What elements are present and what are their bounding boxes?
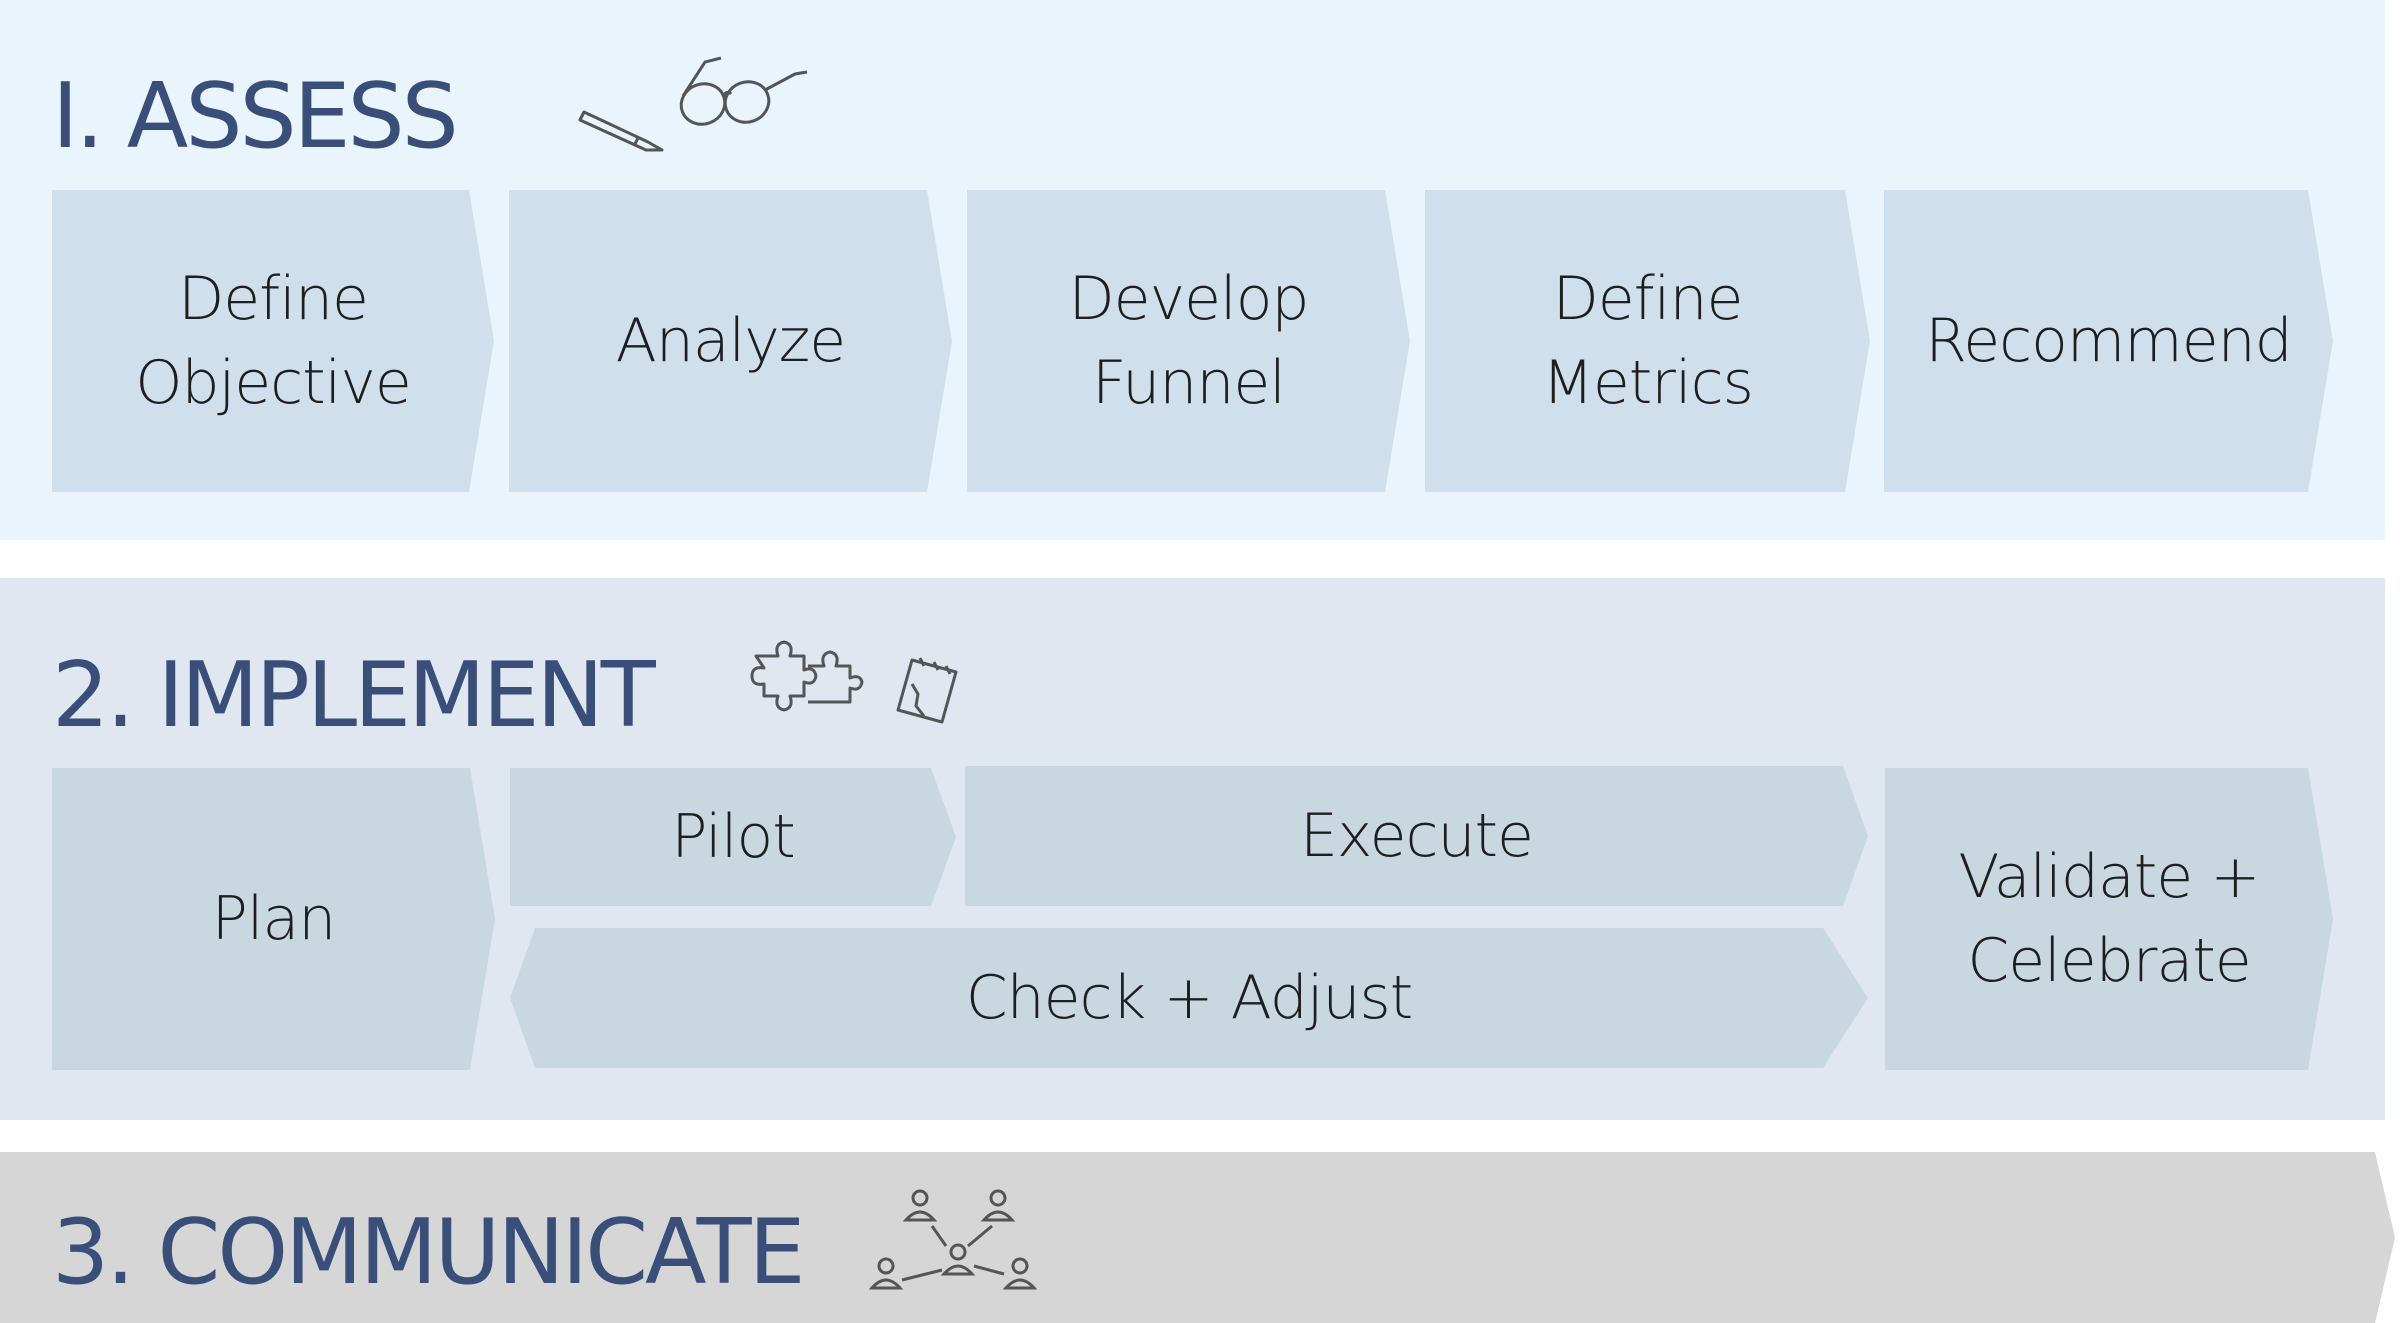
step-label: Execute bbox=[1300, 801, 1533, 871]
assess-section: I. ASSESS Define Objective Analyze Devel… bbox=[0, 0, 2385, 540]
step-recommend: Recommend bbox=[1884, 190, 2333, 492]
step-label: Recommend bbox=[1925, 306, 2292, 376]
glasses-icon bbox=[679, 56, 808, 126]
communicate-section: 3. COMMUNICATE bbox=[0, 1152, 2395, 1323]
step-label: Plan bbox=[211, 884, 336, 954]
pencil-icon bbox=[578, 110, 664, 152]
step-label: Define Objective bbox=[135, 264, 411, 418]
step-execute: Execute bbox=[965, 766, 1868, 906]
step-define-objective: Define Objective bbox=[52, 190, 494, 492]
step-label: Define Metrics bbox=[1542, 264, 1753, 418]
step-pilot: Pilot bbox=[510, 768, 956, 906]
step-label: Check + Adjust bbox=[965, 963, 1413, 1033]
step-analyze: Analyze bbox=[509, 190, 952, 492]
step-label: Validate + Celebrate bbox=[1958, 842, 2260, 996]
step-plan: Plan bbox=[52, 768, 495, 1070]
step-check-adjust: Check + Adjust bbox=[510, 928, 1868, 1068]
notepad-icon bbox=[896, 657, 958, 724]
implement-section: 2. IMPLEMENT Plan Pilot Execute Check + … bbox=[0, 578, 2385, 1120]
step-label: Develop Funnel bbox=[1068, 264, 1309, 418]
puzzle-icon bbox=[750, 640, 864, 712]
implement-title: 2. IMPLEMENT bbox=[52, 643, 656, 748]
step-label: Pilot bbox=[671, 802, 795, 872]
step-label: Analyze bbox=[615, 306, 846, 376]
communicate-title: 3. COMMUNICATE bbox=[52, 1200, 805, 1305]
assess-title: I. ASSESS bbox=[52, 64, 459, 169]
step-define-metrics: Define Metrics bbox=[1425, 190, 1870, 492]
step-develop-funnel: Develop Funnel bbox=[967, 190, 1410, 492]
network-icon bbox=[868, 1189, 1038, 1290]
step-validate-celebrate: Validate + Celebrate bbox=[1885, 768, 2333, 1070]
